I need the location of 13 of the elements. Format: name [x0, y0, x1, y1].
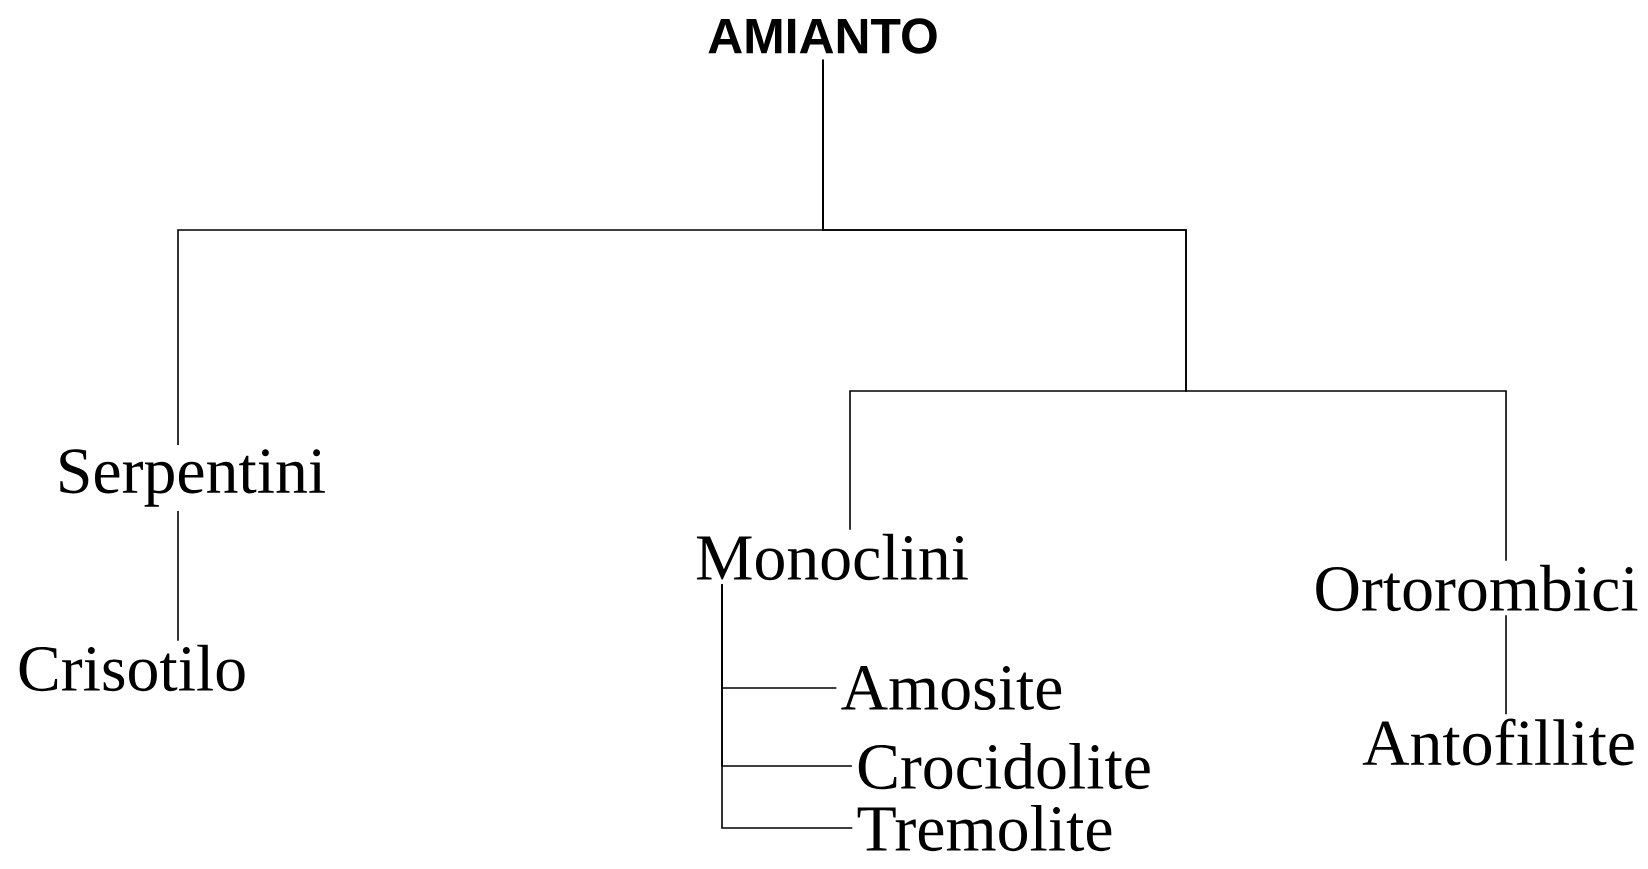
connector-line: [177, 510, 179, 642]
category-label: Ortorombici: [1316, 564, 1638, 612]
category-label: Crocidolite: [858, 742, 1150, 790]
connector-line: [1505, 614, 1507, 716]
title-text: AMIANTO: [708, 18, 937, 54]
category-label: Monoclini: [696, 533, 968, 581]
category-label: Serpentini: [60, 449, 325, 507]
category-label: Amosite: [841, 665, 1062, 711]
connector-line: [822, 59, 1507, 562]
connector-line: [721, 583, 854, 829]
category-label: Antofillite: [1362, 718, 1634, 766]
category-label: Tremolite: [857, 804, 1112, 852]
category-label: Crisotilo: [19, 644, 245, 692]
